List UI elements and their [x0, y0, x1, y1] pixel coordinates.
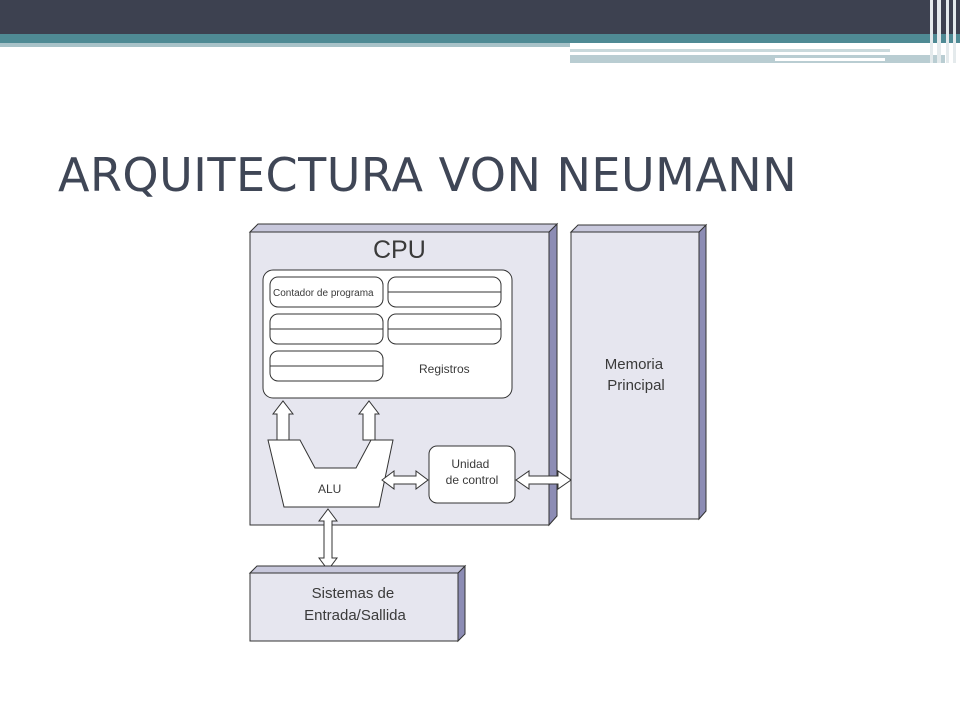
- register-slot: [387, 276, 502, 308]
- alu-io-arrow: [318, 508, 338, 571]
- top-bar: [0, 0, 960, 34]
- register-program-counter: Contador de programa: [269, 276, 384, 308]
- svg-text:Sistemas de Entrada/Sall: Sistemas de Entrada/Sallida: [304, 585, 406, 624]
- accent-band-light-3: [570, 55, 945, 63]
- register-slot: [269, 313, 384, 345]
- control-unit-label-line-1: Unidad: [451, 457, 489, 471]
- accent-band-light-2: [570, 49, 890, 52]
- register-slot: [269, 350, 384, 382]
- control-unit-label-line-2: de control: [446, 473, 499, 487]
- accent-band: [0, 34, 960, 43]
- registers-label: Registros: [419, 362, 470, 376]
- slide-title: ARQUITECTURA VON NEUMANN: [58, 148, 798, 202]
- accent-band-light: [0, 43, 570, 47]
- memory-label-line-1: Memoria: [605, 356, 664, 373]
- io-block: Sistemas de Entrada/Sallida: [248, 564, 467, 643]
- alu-block: ALU: [267, 439, 394, 508]
- alu-control-arrow: [381, 470, 429, 490]
- alu-to-registers-arrow: [271, 400, 295, 441]
- corner-stripes: [926, 0, 960, 63]
- accent-band-gap: [775, 58, 885, 61]
- io-label-line-1: Sistemas de: [312, 585, 395, 602]
- cpu-label: CPU: [373, 236, 426, 264]
- memory-label-line-2: Principal: [607, 377, 665, 394]
- control-unit-block: Unidad de control: [428, 445, 516, 504]
- svg-text:Memoria Principal: Memoria Principal: [605, 356, 668, 394]
- io-label-line-2: Entrada/Sallida: [304, 607, 406, 624]
- program-counter-label: Contador de programa: [273, 288, 374, 299]
- alu-to-registers-arrow: [357, 400, 381, 441]
- registers-panel: Contador de programa Registros: [262, 269, 513, 399]
- svg-text:Unidad de control: Unidad de control: [446, 457, 499, 487]
- memory-block: Memoria Principal: [569, 223, 708, 521]
- register-slot: [387, 313, 502, 345]
- alu-label: ALU: [318, 482, 341, 496]
